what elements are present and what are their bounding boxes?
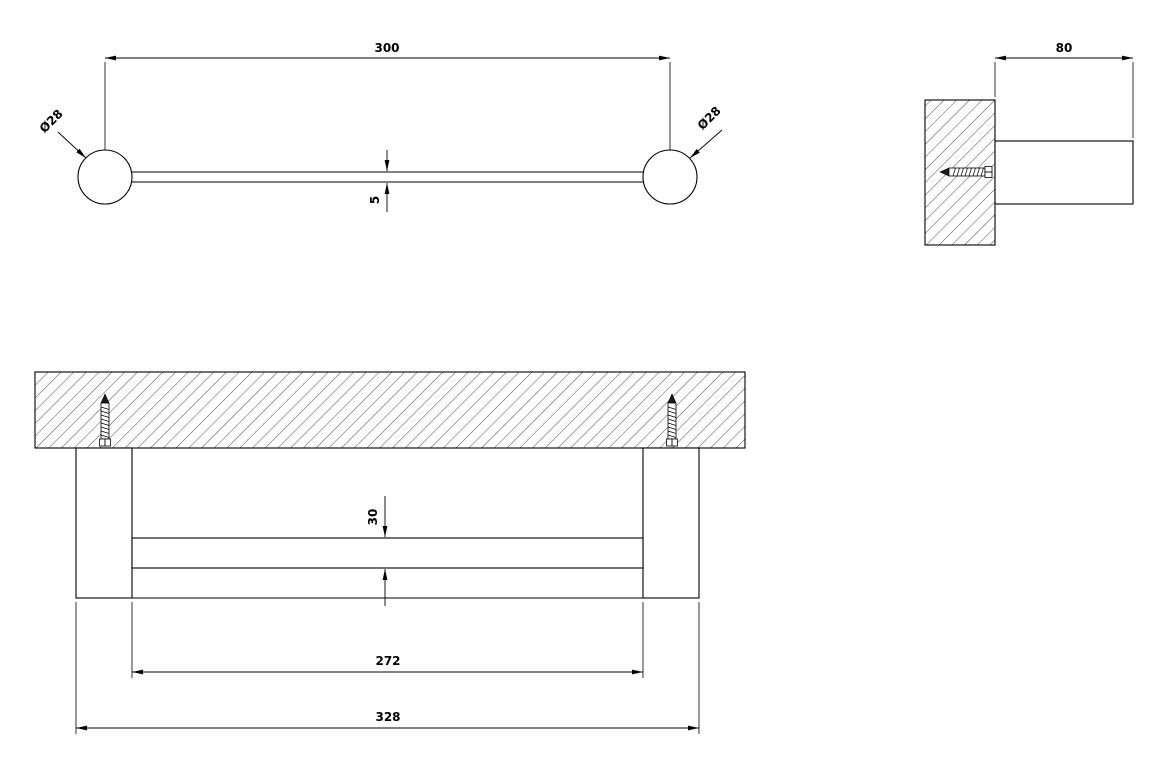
- dimension-328: 328: [75, 602, 700, 734]
- dim-text-depth: 80: [1056, 41, 1073, 55]
- side-view: 80: [924, 41, 1134, 246]
- front-view: 30 272 328: [34, 371, 746, 734]
- dim-text-length: 300: [374, 41, 399, 55]
- left-post: [75, 447, 133, 599]
- dimension-272: 272: [131, 602, 644, 678]
- leader-line: [57, 131, 87, 159]
- dim-text-diameter-left: Ø28: [37, 107, 66, 136]
- dim-text-inner-span: 272: [375, 654, 400, 668]
- dimension-80: 80: [994, 41, 1134, 138]
- diameter-label-right: Ø28: [689, 104, 724, 159]
- dim-text-outer-span: 328: [375, 710, 400, 724]
- dim-text-thickness: 5: [368, 196, 382, 204]
- wall-band: [34, 371, 746, 449]
- dimension-30: 30: [366, 496, 388, 606]
- diameter-label-left: Ø28: [37, 107, 87, 159]
- right-end-cap: [642, 149, 698, 205]
- mounting-cylinder: [994, 140, 1134, 205]
- left-end-cap: [77, 149, 133, 205]
- leader-line: [689, 129, 723, 159]
- dimension-300: 300: [104, 41, 671, 150]
- right-post: [642, 447, 700, 599]
- dim-text-bar-height: 30: [366, 509, 380, 526]
- dimension-5: 5: [368, 150, 390, 212]
- dim-text-diameter-right: Ø28: [695, 104, 724, 133]
- towel-bar: [131, 537, 644, 569]
- top-view: 300 Ø28 Ø28 5: [37, 41, 724, 212]
